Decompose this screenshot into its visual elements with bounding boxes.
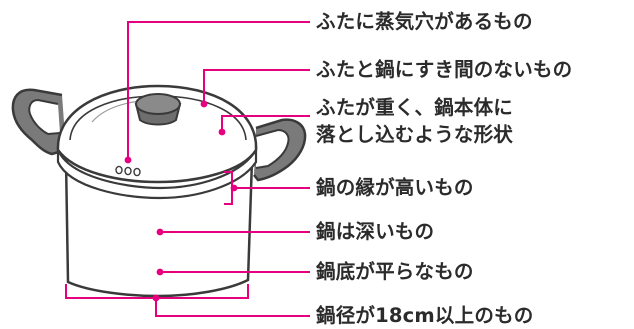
steam-holes (115, 165, 141, 177)
right-handle (253, 118, 307, 182)
label-tight-lid: ふたと鍋にすき間のないもの (316, 58, 573, 81)
left-handle (11, 88, 67, 156)
label-deep-pot: 鍋は深いもの (316, 220, 435, 243)
label-flat-bottom: 鍋底が平らなもの (316, 260, 474, 283)
knob-icon (134, 93, 182, 126)
lid (56, 84, 258, 184)
leader-dots (124, 100, 238, 302)
label-heavy-lid-line2: 落とし込むような形状 (316, 123, 514, 146)
label-heavy-lid-line1: ふたが重く、鍋本体に (316, 96, 514, 119)
label-lid-vent: ふたに蒸気穴があるもの (316, 10, 533, 33)
label-high-rim: 鍋の縁が高いもの (316, 176, 474, 199)
label-diameter: 鍋径が18cm以上のもの (316, 304, 534, 327)
pot-rim (56, 146, 258, 200)
